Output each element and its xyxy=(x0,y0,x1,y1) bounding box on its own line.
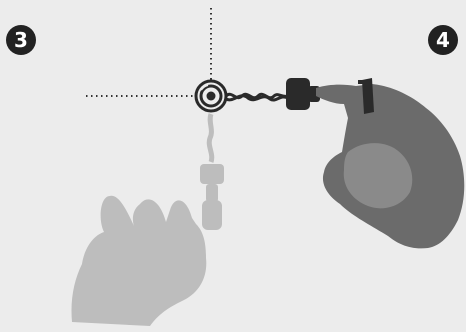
ghost-hand-and-device xyxy=(71,114,224,326)
active-cable xyxy=(226,94,288,100)
active-hand xyxy=(316,78,464,248)
crosshair-target-icon xyxy=(196,81,226,111)
guide-lines xyxy=(86,8,211,96)
active-device xyxy=(286,78,320,110)
